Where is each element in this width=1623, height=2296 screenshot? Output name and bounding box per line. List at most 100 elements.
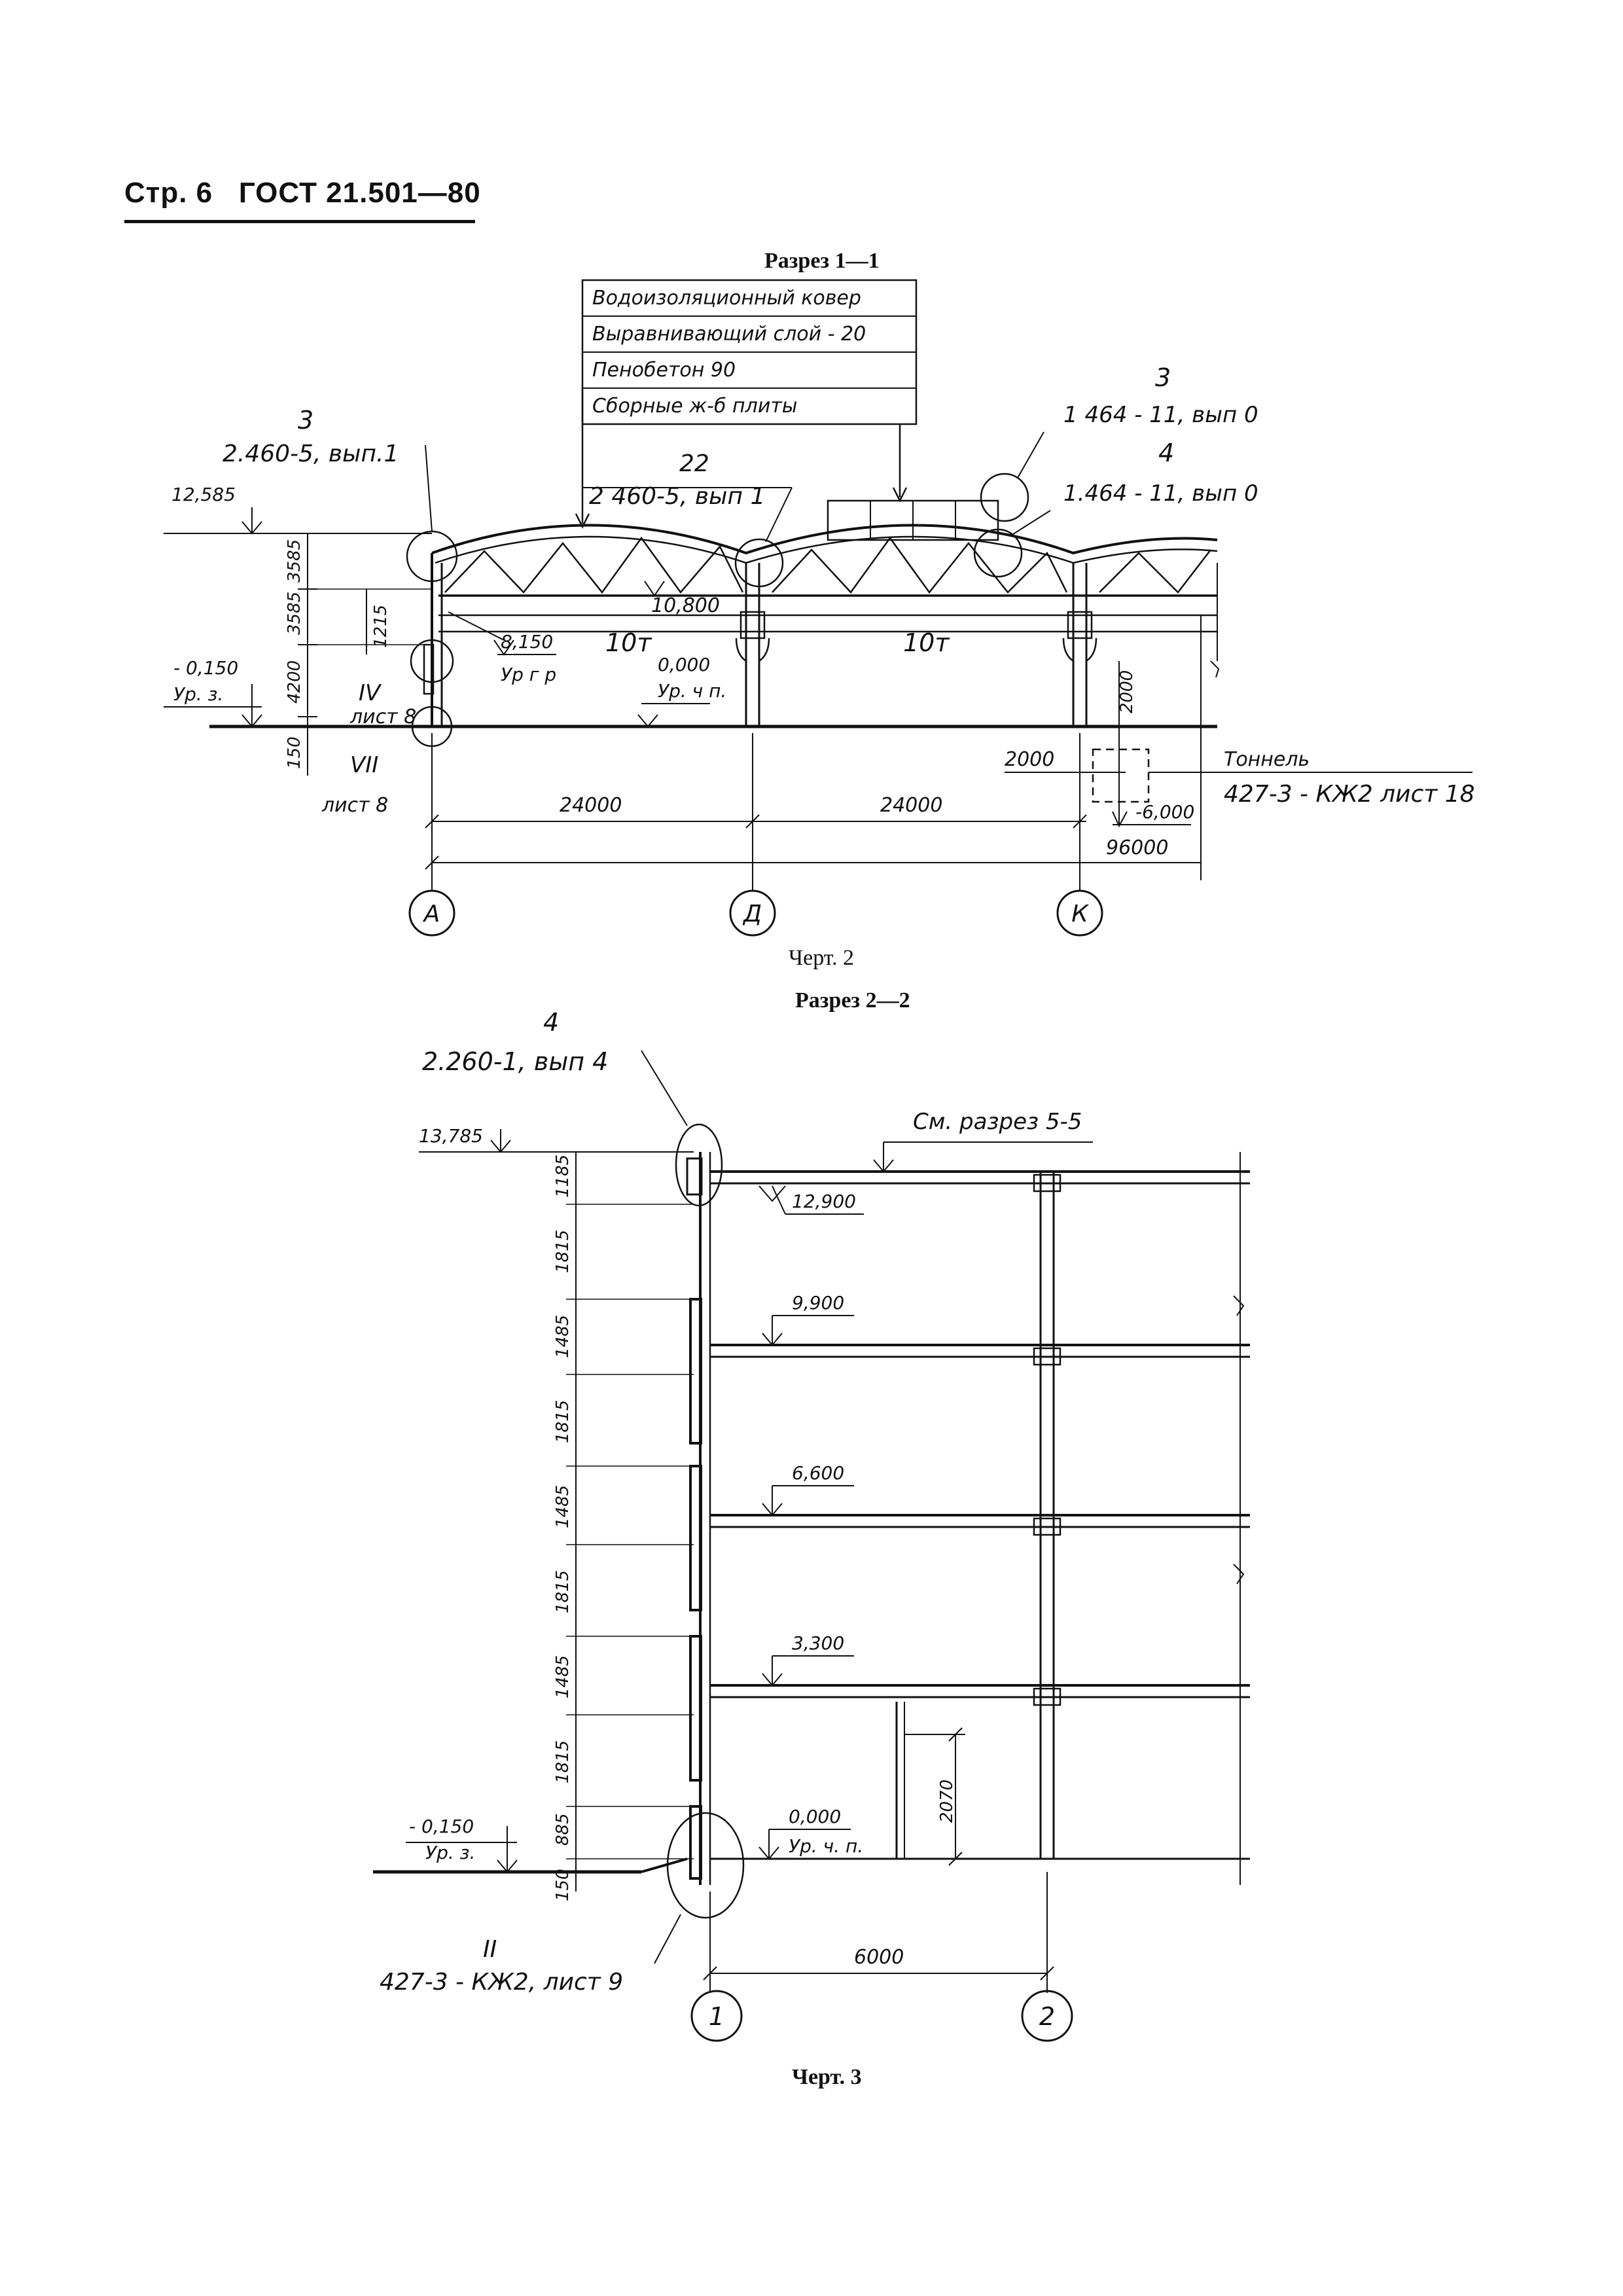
callout-22-ref: 2 460-5, вып 1 bbox=[589, 483, 765, 510]
crane-capacity-1: 10т bbox=[605, 628, 652, 657]
figure-3-caption: Черт. 3 bbox=[792, 2065, 862, 2089]
callout-3-right-num: 3 bbox=[1155, 363, 1171, 392]
roof-layer-1: Водоизоляционный ковер bbox=[592, 287, 861, 310]
standard-code: ГОСТ 21.501—80 bbox=[238, 177, 481, 209]
dim-v-150-fig3: 150 bbox=[553, 1869, 573, 1901]
ground-fig3 bbox=[373, 1857, 711, 1885]
level-crane-label: Ур г р bbox=[501, 664, 556, 685]
roof-layer-4: Сборные ж-б плиты bbox=[592, 395, 797, 418]
node-iv-sheet: лист 8 bbox=[349, 706, 416, 728]
node-ii-number: II bbox=[483, 1936, 497, 1963]
level-marks-fig2 bbox=[164, 507, 710, 728]
level-floor: 0,000 bbox=[658, 654, 710, 675]
tunnel bbox=[1005, 661, 1472, 828]
dim-v-150: 150 bbox=[285, 736, 304, 769]
see-section-5-5: См. разрез 5-5 bbox=[913, 1109, 1082, 1135]
dim-v-2070: 2070 bbox=[937, 1780, 957, 1823]
dim-v-3585-b: 3585 bbox=[285, 592, 304, 635]
level-roof: 12,585 bbox=[171, 484, 236, 505]
node-circles-fig2 bbox=[406, 431, 1051, 747]
level-floor-label-fig3: Ур. ч. п. bbox=[789, 1835, 863, 1857]
node-iv-number: IV bbox=[359, 680, 382, 706]
level-ground: - 0,150 bbox=[173, 657, 238, 679]
callout-3-right-ref: 1 464 - 11, вып 0 bbox=[1063, 402, 1258, 428]
level-9-900: 9,900 bbox=[792, 1292, 844, 1314]
dim-v-1815-a: 1815 bbox=[553, 1230, 573, 1273]
dim-v-1485-a: 1485 bbox=[553, 1315, 573, 1358]
node-circles-fig3 bbox=[641, 1050, 745, 1964]
level-marks-fig3 bbox=[406, 1129, 1093, 1873]
axis-1: 1 bbox=[709, 2002, 724, 2031]
level-floor-label: Ур. ч п. bbox=[658, 680, 726, 702]
floor-slabs-fig3 bbox=[710, 1170, 1250, 1860]
level-crane-rail: 10,800 bbox=[651, 594, 720, 617]
dim-v-3585-a: 3585 bbox=[285, 539, 304, 583]
vertical-dimension-chain-fig2 bbox=[298, 533, 432, 776]
columns-fig2 bbox=[423, 553, 1097, 726]
dim-h-24000-a: 24000 bbox=[560, 794, 622, 817]
dim-v-1815-b: 1815 bbox=[553, 1400, 573, 1443]
vertical-dimension-chain-fig3 bbox=[566, 1151, 694, 1892]
dim-v-1815-c: 1815 bbox=[553, 1570, 573, 1613]
page-number: Стр. 6 bbox=[124, 177, 213, 209]
section-2-title: Разрез 2—2 bbox=[795, 988, 910, 1013]
dim-v-4200: 4200 bbox=[285, 660, 304, 704]
dim-v-1485-b: 1485 bbox=[553, 1485, 573, 1528]
tunnel-ref: 427-3 - КЖ2 лист 18 bbox=[1224, 781, 1475, 808]
axis-k: К bbox=[1071, 901, 1089, 927]
axis-bubbles-fig3 bbox=[690, 1990, 1073, 2042]
level-top: 13,785 bbox=[419, 1125, 483, 1147]
horizontal-dims-fig2 bbox=[425, 615, 1202, 890]
level-6-600: 6,600 bbox=[792, 1462, 844, 1484]
node-ii-ref: 427-3 - КЖ2, лист 9 bbox=[380, 1969, 623, 1996]
dim-v-1815-d: 1815 bbox=[553, 1740, 573, 1784]
level-tunnel: -6,000 bbox=[1135, 801, 1194, 823]
dim-h-2000: 2000 bbox=[1005, 748, 1054, 771]
roof-profile bbox=[431, 499, 1218, 597]
partition-fig3 bbox=[895, 1702, 965, 1866]
axis-2: 2 bbox=[1039, 2002, 1055, 2031]
horizontal-dims-fig3 bbox=[703, 1872, 1054, 1993]
crane-capacity-2: 10т bbox=[903, 628, 950, 657]
crane-beams bbox=[438, 614, 1217, 633]
level-12-900: 12,900 bbox=[792, 1191, 856, 1212]
column-axis-2-fig3 bbox=[1033, 1172, 1061, 1859]
level-crane: 8,150 bbox=[501, 631, 553, 653]
axis-bubbles-fig2 bbox=[408, 889, 1103, 937]
section-1-title: Разрез 1—1 bbox=[764, 249, 880, 273]
break-lines-fig3 bbox=[1233, 1152, 1245, 1885]
level-3-300: 3,300 bbox=[792, 1632, 844, 1654]
callout-22-num: 22 bbox=[679, 450, 709, 477]
figure-2-caption: Черт. 2 bbox=[789, 946, 855, 970]
dim-v-885: 885 bbox=[553, 1813, 573, 1846]
callout-3-left-ref: 2.460-5, вып.1 bbox=[223, 440, 399, 467]
dim-h-96000: 96000 bbox=[1106, 836, 1168, 859]
dim-h-6000: 6000 bbox=[854, 1946, 904, 1969]
dim-v-1215: 1215 bbox=[371, 605, 391, 648]
axis-a: А bbox=[423, 901, 440, 927]
roof-layer-3: Пенобетон 90 bbox=[592, 359, 736, 382]
level-ground-fig3: - 0,150 bbox=[409, 1816, 474, 1837]
header-underline bbox=[124, 220, 475, 223]
node-vii-sheet: лист 8 bbox=[321, 794, 388, 817]
roof-layer-table bbox=[575, 279, 918, 529]
callout-4-num: 4 bbox=[1158, 439, 1174, 467]
ground-line-fig2 bbox=[209, 563, 1220, 728]
dim-v-2000: 2000 bbox=[1117, 670, 1137, 713]
roof-layer-2: Выравнивающий слой - 20 bbox=[592, 323, 866, 346]
page-header: Стр. 6 ГОСТ 21.501—80 bbox=[124, 177, 481, 209]
level-floor-fig3: 0,000 bbox=[789, 1806, 841, 1827]
dim-h-24000-b: 24000 bbox=[880, 794, 942, 817]
dim-v-1185: 1185 bbox=[553, 1155, 573, 1198]
callout-3-left-num: 3 bbox=[298, 406, 313, 435]
level-ground-label-fig3: Ур. з. bbox=[425, 1842, 475, 1863]
node-vii-number: VII bbox=[350, 752, 378, 778]
callout-4-top-ref: 2.260-1, вып 4 bbox=[422, 1047, 608, 1076]
axis-d: Д bbox=[742, 901, 762, 927]
level-ground-label: Ур. з. bbox=[173, 683, 223, 705]
callout-4-top-num: 4 bbox=[543, 1008, 559, 1037]
dim-v-1485-c: 1485 bbox=[553, 1655, 573, 1698]
facade-wall-fig3 bbox=[686, 1152, 711, 1885]
callout-4-ref: 1.464 - 11, вып 0 bbox=[1063, 480, 1258, 507]
